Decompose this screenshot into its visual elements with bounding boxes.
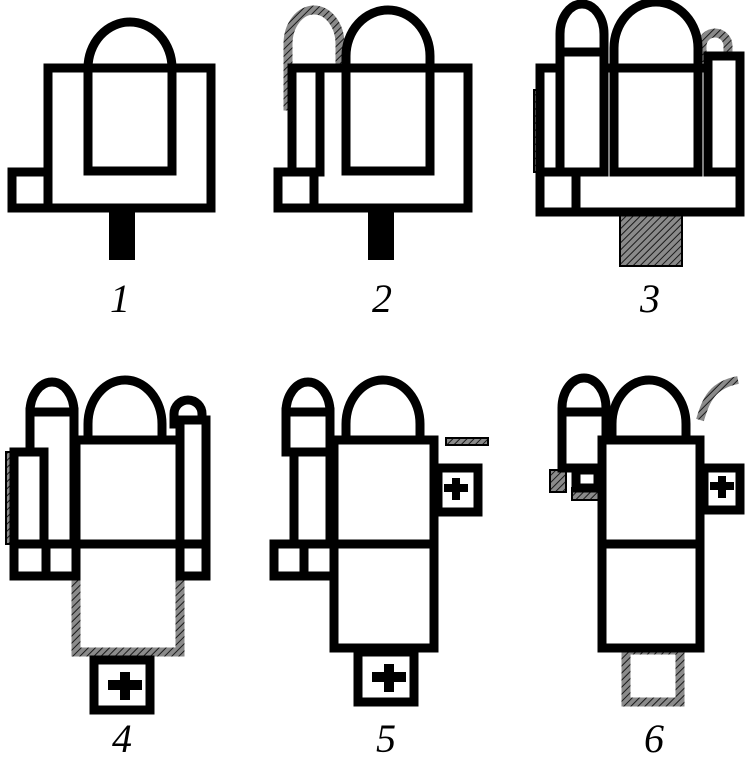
label-2: 2 xyxy=(372,276,392,321)
plan-labels: 1 2 3 4 5 6 xyxy=(110,276,664,761)
label-3: 3 xyxy=(639,276,660,321)
plan-5 xyxy=(269,375,489,707)
plan-6 xyxy=(549,373,745,707)
label-5: 5 xyxy=(376,716,396,761)
label-4: 4 xyxy=(112,716,132,761)
label-6: 6 xyxy=(644,716,664,761)
plan-4 xyxy=(5,375,211,715)
plan-3 xyxy=(533,0,745,267)
plan-2 xyxy=(273,5,473,260)
label-1: 1 xyxy=(110,276,130,321)
plan-1 xyxy=(7,17,216,260)
